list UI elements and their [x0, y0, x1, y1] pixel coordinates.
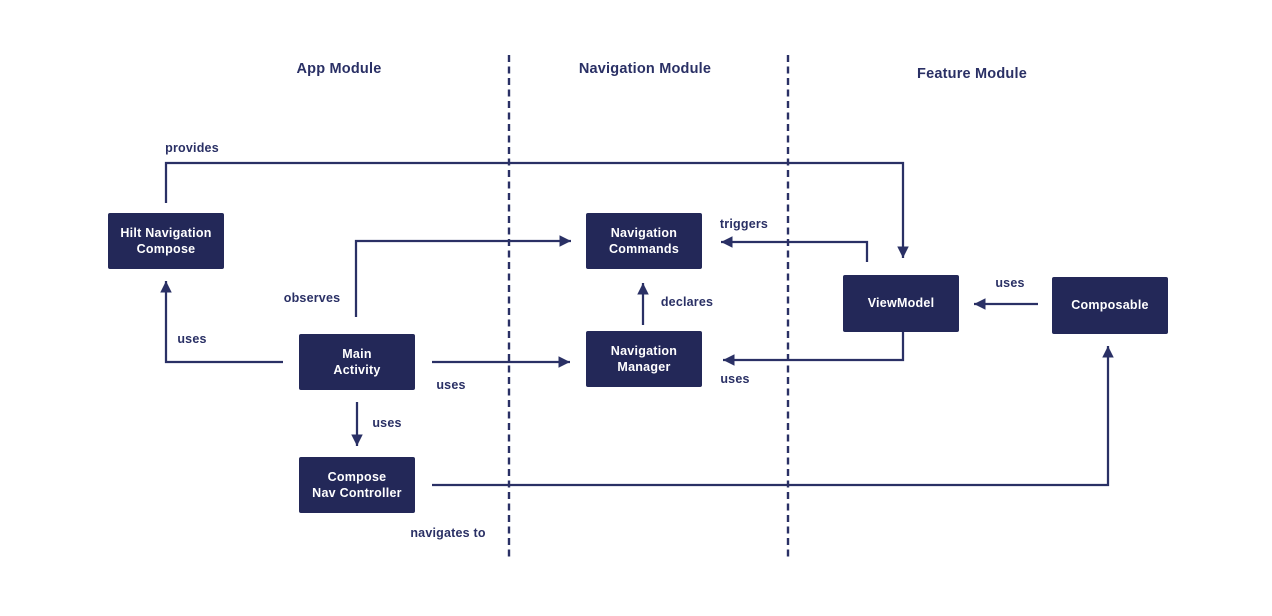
module-title-app: App Module: [296, 61, 382, 77]
edge-uses-main-to-hilt: [160, 281, 283, 364]
node-navigation-manager: Navigation Manager: [586, 331, 702, 387]
edge-label-navigates-controller-to-composable: navigates to: [410, 526, 486, 540]
edge-lines: [160, 161, 1114, 487]
edge-label-uses-main-to-manager: uses: [436, 378, 466, 392]
edge-uses-viewmodel-to-manager: [723, 332, 905, 366]
edge-triggers-viewmodel-to-commands: [721, 236, 869, 262]
edge-label-observes-main-to-commands: observes: [283, 291, 341, 305]
node-composable: Composable: [1052, 277, 1168, 334]
edge-observes-main-to-commands: [354, 235, 571, 317]
edge-navigates-controller-to-composable: [432, 346, 1114, 487]
edge-label-uses-viewmodel-to-manager: uses: [720, 372, 750, 386]
node-hilt-navigation-compose: Hilt Navigation Compose: [108, 213, 224, 269]
module-title-feature: Feature Module: [917, 66, 1027, 82]
edge-label-uses-main-to-controller: uses: [372, 416, 402, 430]
module-dividers: [507, 55, 790, 561]
edge-label-uses-main-to-hilt: uses: [177, 332, 207, 346]
edge-label-uses-composable-to-viewmodel: uses: [995, 276, 1025, 290]
node-main-activity: Main Activity: [299, 334, 415, 390]
node-viewmodel: ViewModel: [843, 275, 959, 332]
edge-label-declares-manager-to-commands: declares: [660, 295, 714, 309]
node-compose-nav-controller: Compose Nav Controller: [299, 457, 415, 513]
node-navigation-commands: Navigation Commands: [586, 213, 702, 269]
edge-provides-hilt-to-viewmodel: [164, 161, 909, 258]
module-title-navigation: Navigation Module: [578, 61, 712, 77]
edge-label-provides-hilt-to-viewmodel: provides: [165, 141, 219, 155]
edge-label-triggers-viewmodel-to-commands: triggers: [719, 217, 769, 231]
